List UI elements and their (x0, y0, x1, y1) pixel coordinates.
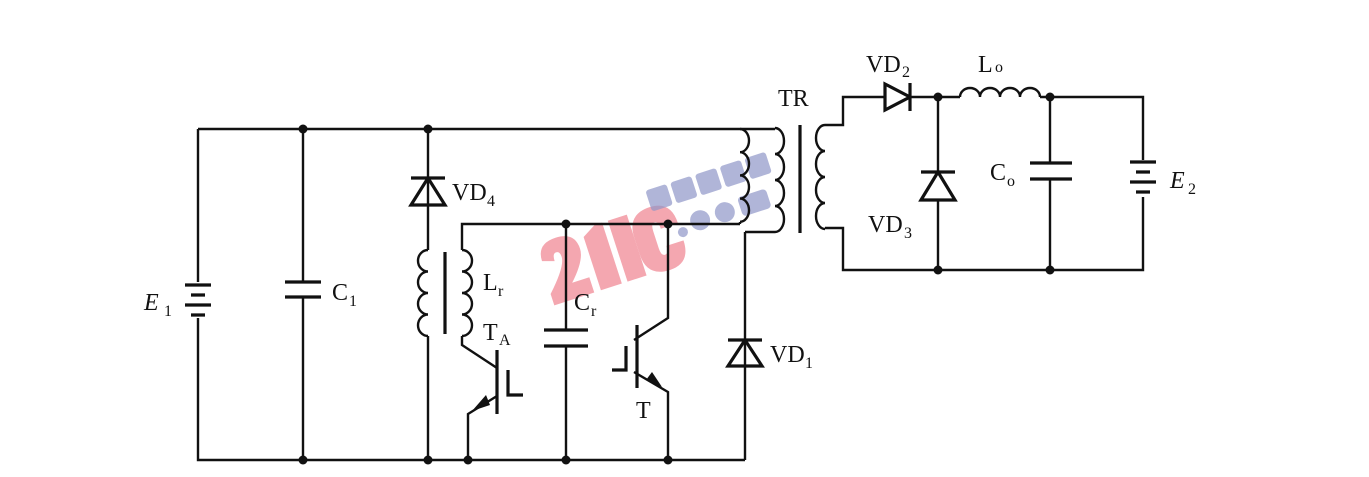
diode-vd4: VD 4 (408, 174, 495, 210)
label-vd4: VD (452, 180, 487, 206)
label-ta: T (483, 320, 498, 346)
watermark-logo-21ic (540, 205, 686, 306)
label-vd4-sub: 4 (487, 193, 495, 210)
transistor-ta: T A (472, 320, 523, 414)
label-co-sub: o (1007, 173, 1015, 190)
label-e1-sub: 1 (164, 303, 172, 320)
label-cr: C (574, 290, 590, 316)
label-cr-sub: r (591, 303, 597, 320)
diode-vd1: VD 1 (725, 337, 813, 372)
inductor-lo: L o (958, 52, 1042, 98)
label-lr: L (483, 270, 498, 296)
label-vd1-sub: 1 (805, 355, 813, 372)
label-e2-sub: 2 (1188, 181, 1196, 198)
watermark-site (646, 152, 772, 211)
label-lo-sub: o (995, 59, 1003, 76)
capacitor-c1: C 1 (285, 280, 357, 310)
inductor-lr: L r (416, 248, 504, 338)
diode-vd3: VD 3 (868, 168, 958, 242)
label-lr-sub: r (498, 283, 504, 300)
capacitor-cr: C r (544, 290, 597, 348)
label-e1: E (143, 290, 159, 316)
label-c1: C (332, 280, 348, 306)
watermark (540, 152, 772, 306)
secondary-wiring (825, 95, 1145, 272)
label-vd3-sub: 3 (904, 225, 912, 242)
battery-e1: E 1 (143, 283, 211, 320)
label-co: C (990, 160, 1006, 186)
battery-e2: E 2 (1130, 160, 1196, 198)
transformer-tr: TR (738, 86, 826, 234)
label-ta-sub: A (499, 332, 511, 349)
label-c1-sub: 1 (349, 293, 357, 310)
diode-vd2: VD 2 (866, 52, 914, 113)
label-vd2-sub: 2 (902, 64, 910, 81)
label-e2: E (1169, 168, 1185, 194)
transistor-t: T (612, 325, 662, 424)
label-vd2: VD (866, 52, 901, 78)
junction-dots (298, 92, 1055, 465)
label-tr: TR (778, 86, 809, 112)
label-t: T (636, 398, 651, 424)
capacitor-co: C o (990, 160, 1072, 190)
label-vd1: VD (770, 342, 805, 368)
label-vd3: VD (868, 212, 903, 238)
label-lo: L (978, 52, 993, 78)
